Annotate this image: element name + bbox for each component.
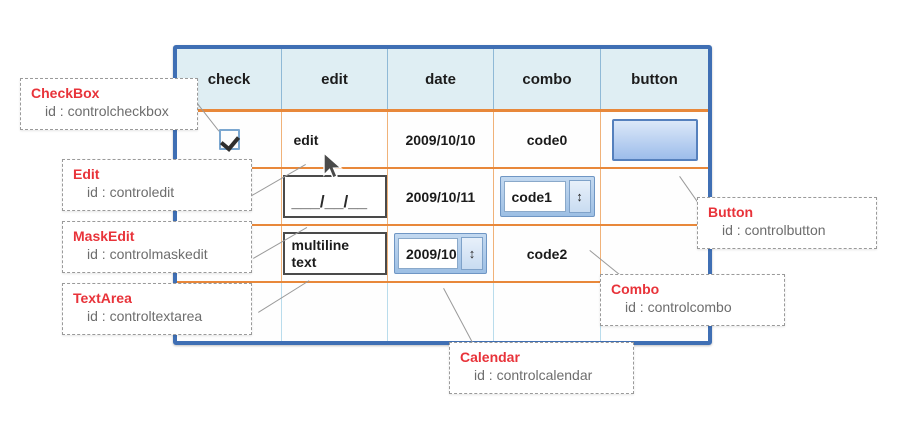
grid-header-row: check edit date combo button [177, 49, 708, 112]
cell-date-1[interactable]: 2009/10/10 [388, 112, 494, 167]
column-header-combo[interactable]: combo [494, 49, 601, 109]
cell-edit-1[interactable]: edit [282, 112, 388, 167]
cell-combo-1[interactable]: code0 [494, 112, 601, 167]
button-control[interactable] [611, 118, 698, 161]
callout-title: TextArea [73, 290, 132, 306]
column-header-date[interactable]: date [388, 49, 494, 109]
combo-value: code1 [503, 181, 566, 212]
callout-calendar[interactable]: Calendar id : controlcalendar [449, 342, 634, 394]
callout-button[interactable]: Button id : controlbutton [697, 197, 877, 249]
callout-title: Button [708, 204, 754, 220]
column-header-button[interactable]: button [601, 49, 708, 109]
cell-combo-3[interactable]: code2 [494, 226, 601, 281]
cell-check-1[interactable] [177, 112, 282, 167]
cell-edit-3[interactable]: multiline text [282, 226, 388, 281]
cell-check-3[interactable] [177, 226, 282, 281]
checkbox-control[interactable] [218, 129, 240, 150]
callout-id: id : controlmaskedit [87, 246, 208, 262]
calendar-value: 2009/10 [398, 238, 458, 269]
table-row: ___/__/__ 2009/10/11 code1 ↕ [177, 169, 708, 226]
cell-button-2[interactable] [601, 169, 708, 224]
cell-edit-4[interactable] [282, 283, 388, 341]
edit-control[interactable]: edit [286, 118, 383, 161]
cell-date-3[interactable]: 2009/10 ↕ [388, 226, 494, 281]
callout-id: id : controlbutton [722, 222, 826, 238]
combo-control[interactable]: code1 ↕ [499, 176, 595, 217]
cell-combo-2[interactable]: code1 ↕ [494, 169, 601, 224]
callout-id: id : controlcheckbox [45, 103, 169, 119]
cell-button-1[interactable] [601, 112, 708, 167]
callout-title: Edit [73, 166, 100, 182]
callout-id: id : controlcalendar [474, 367, 593, 383]
cell-date-2[interactable]: 2009/10/11 [388, 169, 494, 224]
calendar-control[interactable]: 2009/10 ↕ [394, 233, 487, 274]
table-row: edit 2009/10/10 code0 [177, 112, 708, 169]
callout-maskedit[interactable]: MaskEdit id : controlmaskedit [62, 221, 252, 273]
cell-date-4[interactable] [388, 283, 494, 341]
callout-title: CheckBox [31, 85, 100, 101]
callout-edit[interactable]: Edit id : controledit [62, 159, 252, 211]
callout-textarea[interactable]: TextArea id : controltextarea [62, 283, 252, 335]
callout-id: id : controlcombo [625, 299, 732, 315]
cell-check-4[interactable] [177, 283, 282, 341]
textarea-line-1: multiline [291, 236, 350, 253]
spinner-icon[interactable]: ↕ [461, 237, 483, 270]
callout-id: id : controledit [87, 184, 175, 200]
spinner-icon[interactable]: ↕ [568, 180, 591, 213]
textarea-line-2: text [291, 253, 317, 270]
textarea-control[interactable]: multiline text [282, 232, 387, 275]
cell-edit-2[interactable]: ___/__/__ [282, 169, 388, 224]
column-header-edit[interactable]: edit [282, 49, 388, 109]
mouse-pointer-icon [323, 152, 343, 179]
callout-checkbox[interactable]: CheckBox id : controlcheckbox [20, 78, 198, 130]
callout-title: Combo [611, 281, 660, 297]
callout-title: MaskEdit [73, 228, 135, 244]
cell-combo-4[interactable] [494, 283, 601, 341]
callout-title: Calendar [460, 349, 520, 365]
maskedit-control[interactable]: ___/__/__ [282, 175, 387, 218]
cell-check-2[interactable] [177, 169, 282, 224]
callout-id: id : controltextarea [87, 308, 203, 324]
callout-combo[interactable]: Combo id : controlcombo [600, 274, 785, 326]
